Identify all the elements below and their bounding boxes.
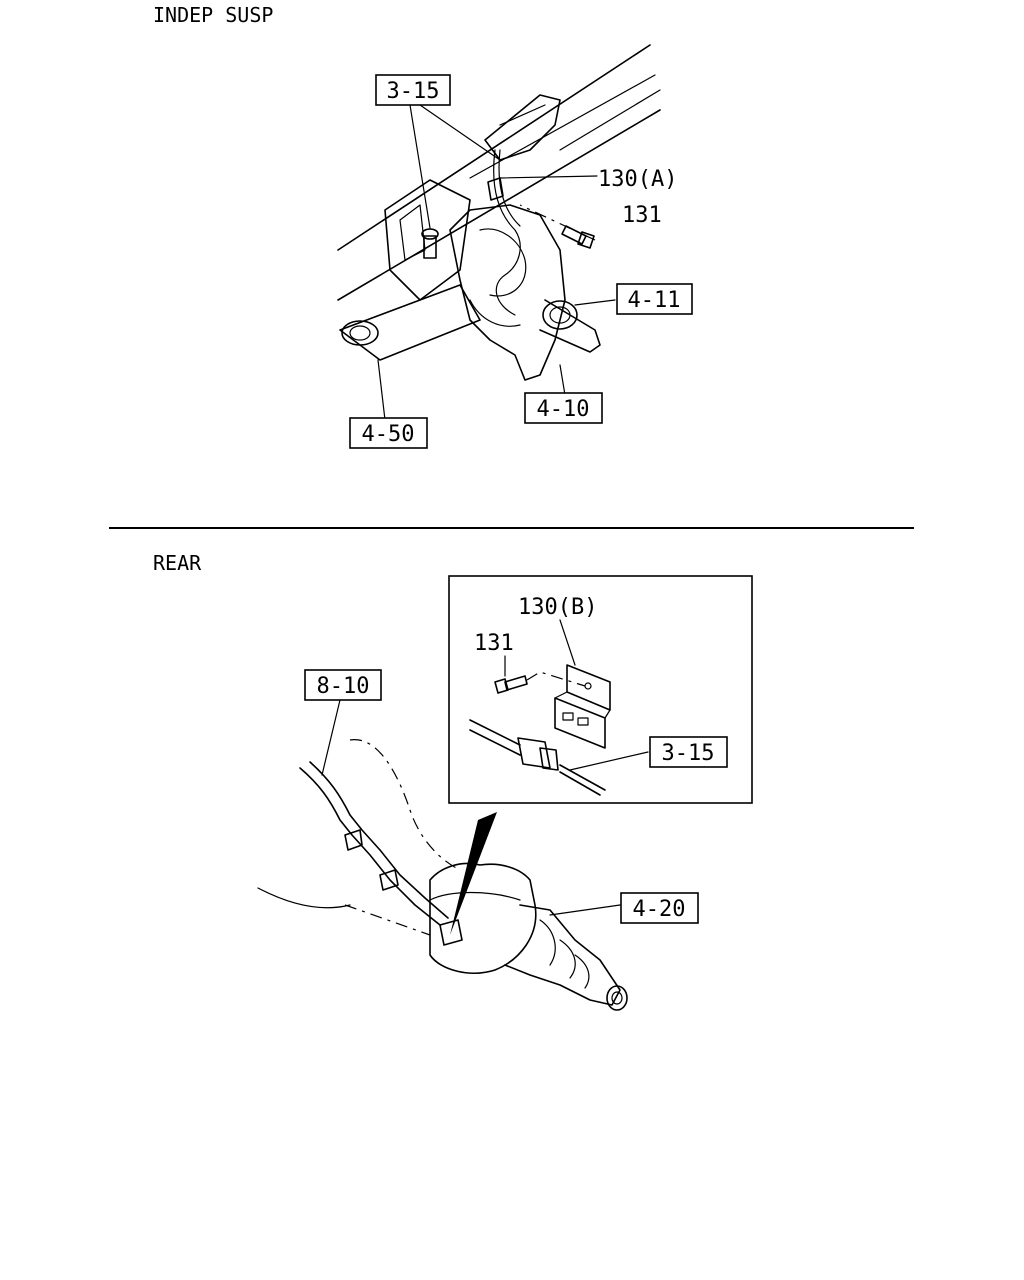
callout-label: 3-15 [662, 741, 715, 766]
callout-top-3-15: 3-15 [375, 74, 451, 106]
callout-top-4-50: 4-50 [349, 417, 428, 449]
callout-label: 3-15 [387, 79, 440, 104]
rear-axle-drawing [257, 739, 628, 1011]
callout-rear-8-10: 8-10 [304, 669, 382, 701]
callout-label: 4-20 [633, 897, 686, 922]
callout-rear-4-20: 4-20 [620, 892, 699, 924]
callout-top-131: 131 [622, 203, 662, 228]
callout-label: 4-10 [537, 397, 590, 422]
callout-label: 8-10 [317, 674, 370, 699]
top-leader-lines [377, 104, 616, 421]
section-title-indep-susp: INDEP SUSP [153, 3, 273, 27]
callout-inset-131: 131 [474, 631, 514, 656]
callout-label: 4-11 [628, 288, 681, 313]
callout-inset-130b: 130(B) [518, 595, 597, 620]
callout-top-4-11: 4-11 [616, 283, 693, 315]
detail-inset [448, 575, 753, 804]
front-suspension-drawing [337, 44, 661, 381]
callout-top-4-10: 4-10 [524, 392, 603, 424]
section-title-rear: REAR [153, 551, 202, 575]
callout-inset-3-15: 3-15 [649, 736, 728, 768]
callout-label: 4-50 [362, 422, 415, 447]
detail-pointer [450, 812, 497, 935]
callout-top-130a: 130(A) [598, 167, 677, 192]
rear-leader-lines [321, 699, 621, 916]
